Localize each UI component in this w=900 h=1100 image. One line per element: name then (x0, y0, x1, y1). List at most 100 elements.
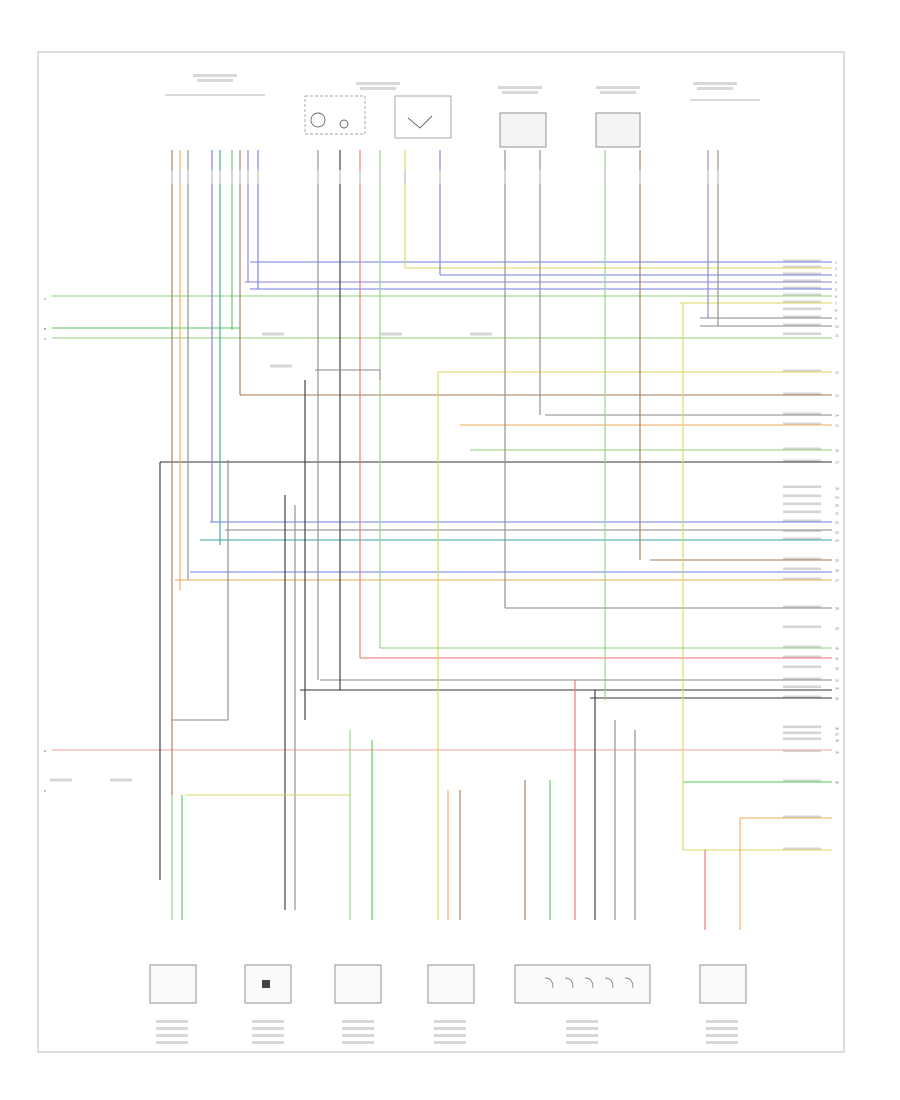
right-pin-label: 14 (835, 414, 839, 418)
switch-contact-icon (407, 115, 433, 129)
rear-light-cluster-box (514, 964, 651, 1004)
right-pin-wire-label (783, 645, 821, 649)
right-pin-label: 28 (835, 607, 839, 611)
vertical-wire-label-9 (317, 170, 319, 184)
top-title-text-2 (498, 86, 542, 89)
right-pin-label: 27 (835, 579, 839, 583)
inline-label-4 (50, 778, 72, 782)
vertical-wire-label-7 (247, 170, 249, 184)
indicator-bulb-icon (339, 119, 349, 129)
top-title-text-0 (193, 74, 237, 77)
inline-label-1 (380, 332, 402, 336)
right-pin-wire-label (783, 272, 821, 276)
right-pin-label: 12 (835, 371, 839, 375)
right-front-sensor-box (499, 112, 547, 148)
right-pin-wire-label (783, 286, 821, 290)
top-title-text-4 (693, 82, 737, 85)
right-pin-label: 13 (835, 394, 839, 398)
right-pin-wire-label (783, 323, 821, 327)
right-pin-label: 34 (835, 687, 839, 691)
vertical-wire-label-14 (439, 170, 441, 184)
right-pin-wire-label (783, 749, 821, 753)
vertical-wire-label-0 (171, 170, 173, 184)
right-pin-label: 33 (835, 679, 839, 683)
bottom-title-text-2-3 (342, 1041, 374, 1044)
bottom-title-text-2-2 (342, 1034, 374, 1037)
right-pin-label: 38 (835, 739, 839, 743)
top-title-text-3 (596, 86, 640, 89)
right-pin-label: 26 (835, 569, 839, 573)
right-pin-label: 17 (835, 461, 839, 465)
right-pin-label: 2 (835, 267, 837, 271)
right-pin-label: 20 (835, 504, 839, 508)
top-title-text-1 (356, 82, 400, 85)
right-pin-wire-label (783, 577, 821, 581)
inline-label-3 (270, 364, 292, 368)
right-pin-wire-label (783, 529, 821, 533)
right-pin-wire-label (783, 412, 821, 416)
right-pin-wire-label (783, 779, 821, 783)
right-pin-label: 39 (835, 751, 839, 755)
right-pin-label: 5 (835, 288, 837, 292)
right-pin-wire-label (783, 625, 821, 629)
right-pin-wire-label (783, 557, 821, 561)
right-pin-wire-label (783, 259, 821, 263)
top-title-text-b-3 (600, 91, 636, 94)
right-pin-wire-label (783, 494, 821, 498)
right-pin-wire-label (783, 300, 821, 304)
inline-label-0 (262, 332, 284, 336)
right-pin-wire-label (783, 307, 821, 311)
vertical-wire-label-19 (707, 170, 709, 184)
right-pin-wire-label (783, 695, 821, 699)
bottom-title-text-5-3 (706, 1041, 738, 1044)
vertical-wire-label-6 (239, 170, 241, 184)
vertical-wire-label-4 (219, 170, 221, 184)
right-pin-wire-label (783, 605, 821, 609)
right-pin-label: 37 (835, 733, 839, 737)
right-pin-wire-label (783, 315, 821, 319)
right-pin-label: 7 (835, 302, 837, 306)
left-pin-label: D (44, 749, 47, 753)
top-title-text-b-2 (502, 91, 538, 94)
left-pin-label: A (44, 297, 47, 301)
cluster-bulb-icon-1 (564, 977, 574, 989)
right-pin-label: 19 (835, 496, 839, 500)
right-pin-wire-label (783, 677, 821, 681)
right-pin-wire-label (783, 537, 821, 541)
headlamp-bulb-icon (310, 112, 326, 128)
bottom-title-text-2-1 (342, 1027, 374, 1030)
right-pin-wire-label (783, 725, 821, 729)
bottom-title-text-1-2 (252, 1034, 284, 1037)
vertical-wire-label-10 (339, 170, 341, 184)
left-front-sensor-module-box (149, 964, 197, 1004)
left-pin-label: E (44, 789, 46, 793)
vertical-wire-label-2 (187, 170, 189, 184)
cluster-bulb-icon-0 (544, 977, 554, 989)
right-pin-wire-label (783, 685, 821, 689)
vertical-wire-label-3 (211, 170, 213, 184)
vertical-wire-label-13 (404, 170, 406, 184)
right-pin-label: 29 (835, 627, 839, 631)
right-pin-wire-label (783, 332, 821, 336)
right-pin-wire-label (783, 655, 821, 659)
bottom-title-text-2-0 (342, 1020, 374, 1023)
bottom-title-text-1-3 (252, 1041, 284, 1044)
right-pin-label: 18 (835, 487, 839, 491)
right-pin-label: 15 (835, 424, 839, 428)
vertical-wire-label-8 (257, 170, 259, 184)
right-pin-label: 9 (835, 317, 837, 321)
left-headlight-assembly-box (304, 95, 366, 135)
bottom-title-text-3-2 (434, 1034, 466, 1037)
fuel-sender-box (427, 964, 475, 1004)
right-pin-wire-label (783, 369, 821, 373)
right-pin-wire-label (783, 265, 821, 269)
vertical-wire-label-5 (231, 170, 233, 184)
right-pin-label: 3 (835, 274, 837, 278)
right-pin-wire-label (783, 519, 821, 523)
right-pin-label: 1 (835, 261, 837, 265)
right-pin-label: 16 (835, 449, 839, 453)
bottom-title-text-0-3 (156, 1041, 188, 1044)
bottom-title-text-4-2 (566, 1034, 598, 1037)
inline-label-2 (470, 332, 492, 336)
lock-motor-icon (262, 980, 270, 988)
